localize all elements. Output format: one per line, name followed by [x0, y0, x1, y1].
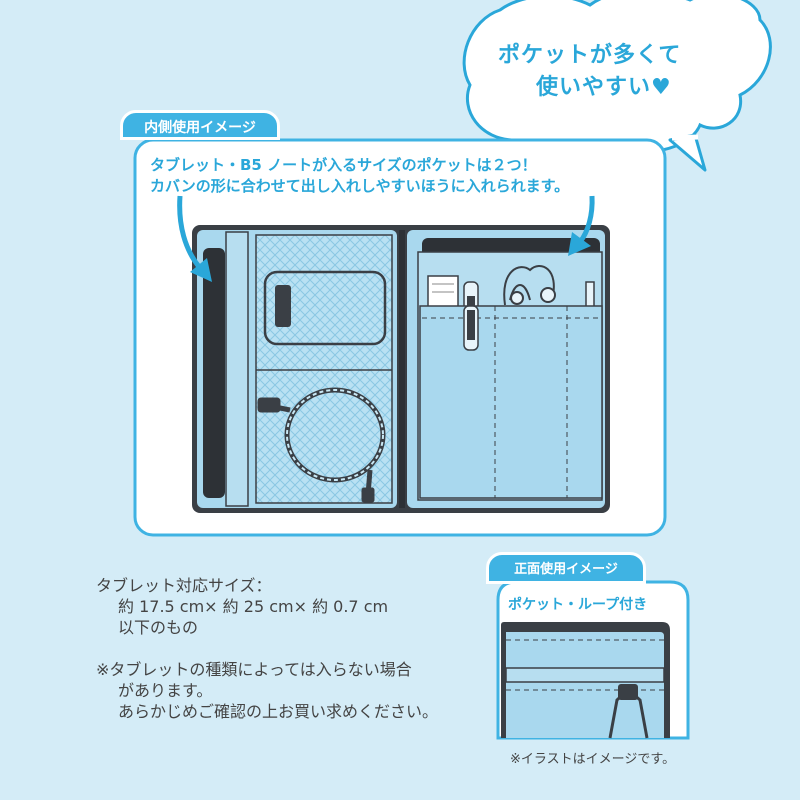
speech-bubble: [462, 0, 772, 172]
tablet-size-heading: タブレット対応サイズ：: [96, 576, 272, 595]
open-case-illustration: [192, 225, 610, 513]
inner-description-line-2: カバンの形に合わせて出し入れしやすいほうに入れられます。: [150, 177, 570, 195]
tablet-size-info: タブレット対応サイズ： 約 17.5 cm× 約 25 cm× 約 0.7 cm…: [96, 575, 496, 722]
bubble-line-1: ポケットが多くて: [498, 43, 682, 68]
tablet-note-line-2: があります。: [118, 681, 213, 700]
power-bank: [263, 270, 387, 346]
tablet-left: [203, 248, 225, 498]
bubble-line-2-text: 使いやすい: [536, 75, 652, 100]
inner-description: タブレット・B5 ノートが入るサイズのポケットは２つ！ カバンの形に合わせて出し…: [150, 155, 670, 197]
tablet-note-line-3: あらかじめご確認の上お買い求めください。: [118, 702, 439, 721]
front-panel: [496, 580, 690, 740]
arrow-left-icon: [177, 195, 212, 282]
inner-description-line-1: タブレット・B5 ノートが入るサイズのポケットは２つ！: [150, 156, 537, 174]
inner-usage-tab: 内側使用イメージ: [120, 110, 280, 140]
tablet-size-below: 以下のもの: [118, 618, 199, 637]
earbuds: [503, 265, 556, 306]
front-usage-tab: 正面使用イメージ: [486, 552, 646, 584]
bubble-line-2: 使いやすい♥: [470, 72, 730, 104]
speech-bubble-text: ポケットが多くて 使いやすい♥: [470, 40, 730, 104]
cable-coil: [257, 387, 386, 503]
arrow-right-icon: [568, 195, 595, 256]
heart-icon: ♥: [651, 75, 672, 100]
tablet-note-line-1: ※タブレットの種類によっては入らない場合: [96, 660, 412, 679]
front-caption: ポケット・ループ付き: [508, 597, 648, 613]
illustration-disclaimer: ※イラストはイメージです。: [510, 752, 676, 767]
tablet-size-value: 約 17.5 cm× 約 25 cm× 約 0.7 cm: [118, 597, 389, 616]
